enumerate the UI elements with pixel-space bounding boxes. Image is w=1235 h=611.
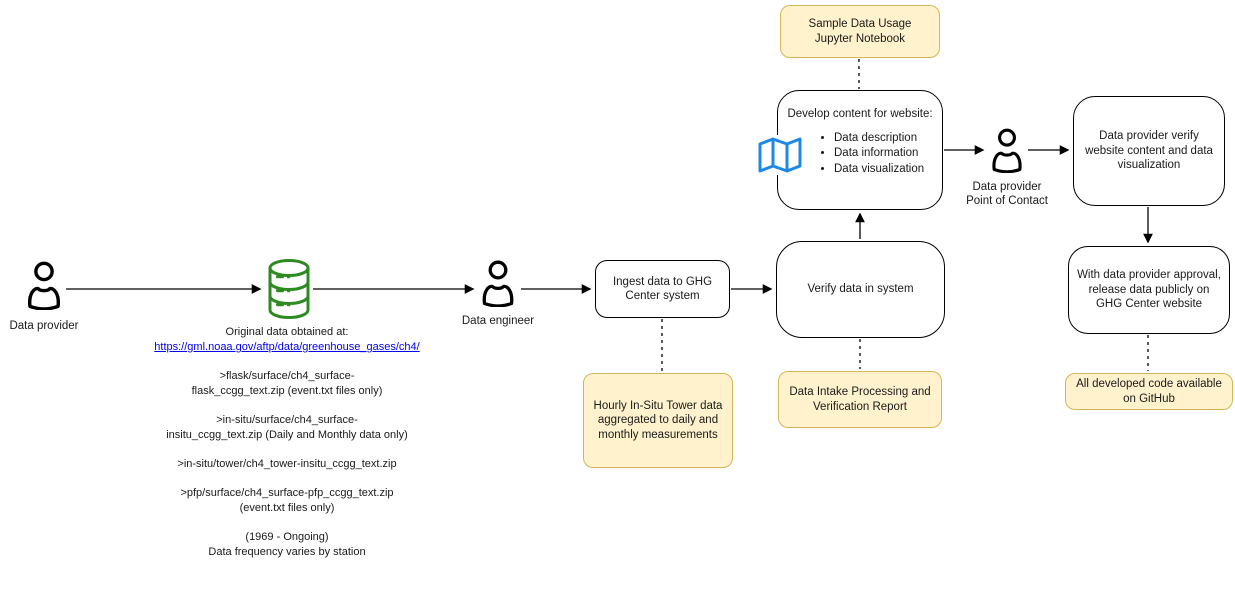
provider-verify-text: Data provider verify website content and… [1085, 130, 1213, 172]
data-provider-poc-label: Data provider Point of Contact [966, 181, 1048, 207]
hourly-tower-note: Hourly In-Situ Tower data aggregated to … [583, 373, 733, 468]
source-entry: >in-situ/surface/ch4_surface- insitu_ccg… [166, 414, 408, 441]
bullet-item: Data information [834, 146, 924, 161]
verify-data-text: Verify data in system [807, 283, 914, 296]
person-icon [482, 260, 514, 307]
map-icon [757, 135, 803, 175]
data-engineer-label: Data engineer [461, 315, 535, 327]
person-icon [992, 128, 1022, 173]
develop-content-bullets: Data description Data information Data v… [786, 131, 924, 178]
develop-content-title: Develop content for website: [787, 108, 933, 120]
intake-report-note: Data Intake Processing and Verification … [778, 371, 942, 428]
source-heading: Original data obtained at: [225, 326, 349, 338]
source-info-block: Original data obtained at: https://gml.n… [112, 325, 462, 560]
database-icon [268, 259, 310, 319]
bullet-item: Data visualization [834, 162, 924, 177]
intake-report-text: Data Intake Processing and Verification … [789, 386, 931, 413]
verify-data-node: Verify data in system [776, 241, 945, 338]
jupyter-notebook-note: Sample Data Usage Jupyter Notebook [780, 5, 940, 58]
noaa-data-link[interactable]: https://gml.noaa.gov/aftp/data/greenhous… [154, 341, 420, 353]
source-entry: >flask/surface/ch4_surface- flask_ccgg_t… [191, 370, 383, 397]
source-entry: >in-situ/tower/ch4_tower-insitu_ccgg_tex… [177, 458, 397, 470]
person-icon [27, 261, 61, 310]
source-entry: >pfp/surface/ch4_surface-pfp_ccgg_text.z… [180, 487, 394, 514]
ingest-data-node: Ingest data to GHG Center system [595, 260, 730, 318]
data-provider-label: Data provider [9, 320, 79, 332]
ingest-data-text: Ingest data to GHG Center system [612, 275, 713, 303]
github-code-text: All developed code available on GitHub [1076, 378, 1222, 405]
release-data-node: With data provider approval, release dat… [1068, 246, 1230, 334]
jupyter-notebook-text: Sample Data Usage Jupyter Notebook [808, 18, 912, 45]
source-footer: (1969 - Ongoing) Data frequency varies b… [208, 531, 366, 558]
hourly-tower-text: Hourly In-Situ Tower data aggregated to … [593, 399, 723, 441]
provider-verify-node: Data provider verify website content and… [1073, 96, 1225, 206]
release-data-text: With data provider approval, release dat… [1077, 269, 1221, 311]
source-link-line: https://gml.noaa.gov/aftp/data/greenhous… [112, 340, 462, 355]
bullet-item: Data description [834, 131, 924, 146]
github-code-note: All developed code available on GitHub [1065, 373, 1233, 410]
